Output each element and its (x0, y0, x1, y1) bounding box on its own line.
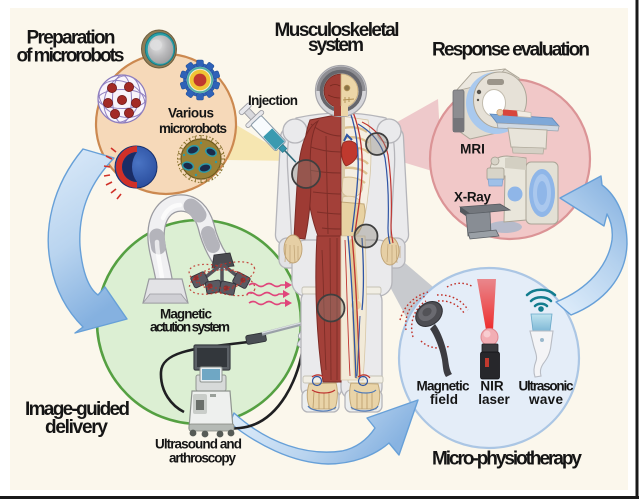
svg-text:X-Ray: X-Ray (454, 190, 491, 205)
svg-text:arthroscopy: arthroscopy (169, 451, 236, 466)
svg-text:Various: Various (168, 106, 214, 121)
svg-text:Response evaluation: Response evaluation (432, 40, 590, 61)
svg-text:actution system: actution system (150, 320, 230, 335)
svg-text:Ultrasonic: Ultrasonic (519, 379, 574, 394)
svg-text:Musculoskeletal: Musculoskeletal (275, 20, 400, 41)
svg-text:Preparation: Preparation (27, 28, 116, 49)
svg-text:microrobots: microrobots (159, 121, 227, 136)
svg-text:Micro-physiotherapy: Micro-physiotherapy (432, 449, 582, 470)
svg-text:laser: laser (478, 392, 510, 407)
svg-text:of microrobots: of microrobots (17, 46, 125, 67)
svg-text:Magnetic: Magnetic (417, 379, 470, 394)
svg-text:system: system (308, 35, 364, 56)
svg-text:delivery: delivery (45, 417, 108, 438)
svg-text:field: field (430, 392, 458, 407)
svg-text:MRI: MRI (460, 142, 485, 157)
svg-text:Ultrasound and: Ultrasound and (155, 437, 242, 452)
svg-text:Injection: Injection (248, 93, 298, 108)
svg-text:Image-guided: Image-guided (25, 399, 130, 420)
svg-text:NIR: NIR (480, 379, 504, 394)
svg-text:Magnetic: Magnetic (160, 307, 212, 322)
svg-text:wave: wave (528, 392, 563, 407)
